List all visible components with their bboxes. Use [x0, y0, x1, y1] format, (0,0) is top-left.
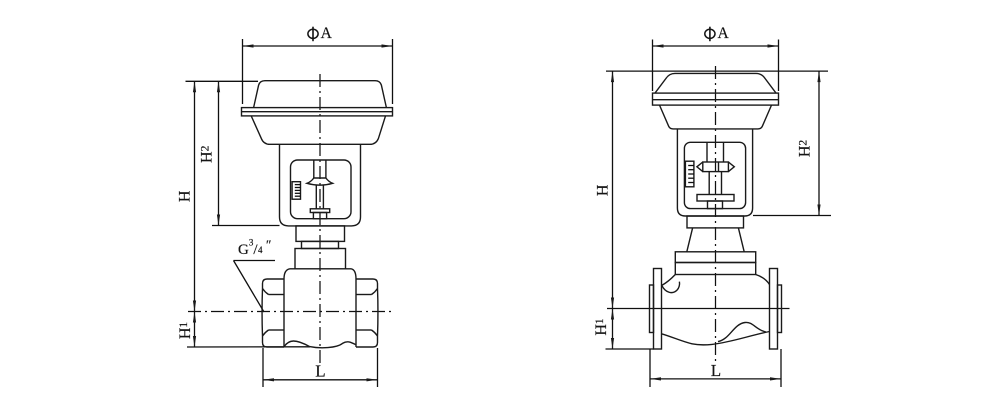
svg-text:L: L — [315, 361, 325, 380]
svg-text:L: L — [711, 361, 721, 380]
svg-text:A: A — [717, 25, 729, 42]
svg-text:H2: H2 — [199, 145, 216, 163]
svg-text:H2: H2 — [797, 140, 814, 158]
svg-text:H1: H1 — [177, 322, 194, 340]
svg-text:H1: H1 — [593, 318, 610, 336]
svg-text:A: A — [321, 25, 333, 42]
svg-text:H: H — [595, 184, 612, 196]
svg-text:H: H — [177, 190, 194, 202]
